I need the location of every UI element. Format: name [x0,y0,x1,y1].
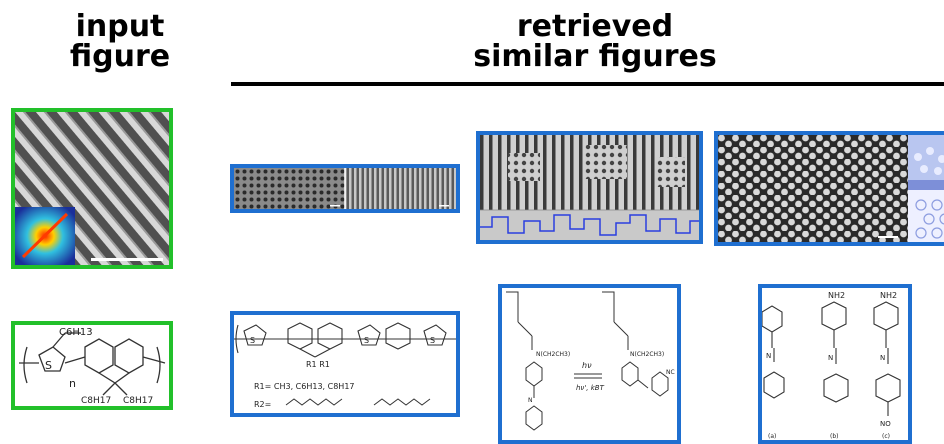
alkyl-substituent-label: C6H13 [59,327,93,338]
retrieved-hexagonal-image[interactable] [714,131,944,246]
azo-dye-series-drawing: NH2 NH2 N N N NO (a) (b) (c) [762,291,901,440]
forward-light-label: hν [582,361,592,370]
retrieved-fingerprint-image[interactable] [476,131,703,244]
left-alkyl-label: C8H17 [81,396,111,406]
retrieved-azobenzene-switch-structure[interactable]: N(CH2CH3) N(CH2CH3) hν hν', kBT N NC [498,284,681,444]
nitro-label: NO [880,420,891,428]
sulfur-label: S [430,336,435,345]
azo-n-label: N [828,354,833,362]
retrieved-azo-dyes-structure[interactable]: NH2 NH2 N N N NO (a) (b) (c) [758,284,912,444]
r2-definition: R2= [254,400,271,409]
stripe-pattern-image [15,112,169,265]
azo-label: N [528,397,533,404]
input-chemical-structure[interactable]: C6H13 S n C8H17 C8H17 [11,321,173,410]
heading-divider [231,82,944,86]
retrieved-heading: retrieved similar figures [430,12,760,72]
nitrile-label: NC [666,369,675,376]
sulfur-label: S [45,359,52,372]
heading-line-1: input [75,9,165,44]
heading-line-2: similar figures [473,39,717,74]
sulfur-label: S [250,336,255,345]
copolymer-structure-drawing: S R1 R1 S S R1= CH3, C6H13, C8H17 R2= [234,322,456,409]
azo-n-label: N [766,352,771,360]
r-substituents-label: R1 R1 [306,360,330,369]
reverse-light-label: hν', kBT [576,384,605,392]
heading-line-2: figure [69,39,171,74]
hexagonal-lattice-pattern [718,135,944,242]
r1-definition: R1= CH3, C6H13, C8H17 [254,382,355,391]
amine-label-b: NH2 [828,291,845,300]
heading-line-1: retrieved [516,9,674,44]
amine-group-right: N(CH2CH3) [630,351,664,358]
fingerprint-pattern [480,135,699,240]
repeat-unit-n: n [69,377,76,390]
photoswitch-reaction-drawing: N(CH2CH3) N(CH2CH3) hν hν', kBT N NC [506,291,675,431]
input-figure-heading: input figure [20,12,220,72]
azo-n-label: N [880,354,885,362]
panel-b-label: (b) [830,433,839,440]
retrieved-dot-stripe-image[interactable] [230,164,460,213]
polymer-structure-drawing: C6H13 S n C8H17 C8H17 [19,327,166,406]
input-micrograph[interactable] [11,108,173,269]
amine-group-left: N(CH2CH3) [536,351,570,358]
dot-and-stripe-pattern [234,168,456,209]
right-alkyl-label: C8H17 [123,396,153,406]
sulfur-label: S [364,336,369,345]
retrieved-copolymer-structure[interactable]: S R1 R1 S S R1= CH3, C6H13, C8H17 R2= [230,311,460,417]
panel-a-label: (a) [768,433,776,440]
amine-label-c: NH2 [880,291,897,300]
panel-c-label: (c) [882,433,890,440]
